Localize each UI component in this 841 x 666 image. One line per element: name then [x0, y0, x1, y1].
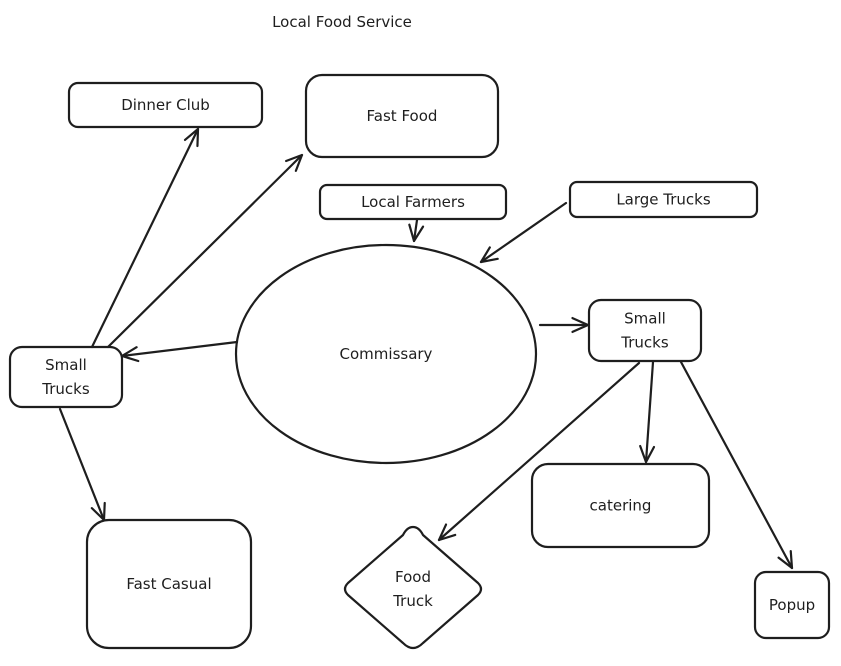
edge-line — [479, 201, 568, 264]
node-label: Food — [395, 568, 431, 586]
arrowhead-icon — [408, 223, 425, 243]
node-label: Commissary — [340, 345, 433, 363]
node-label: Fast Food — [367, 107, 438, 125]
node-fast-food[interactable]: Fast Food — [304, 73, 500, 159]
rounded-rect-shape — [304, 73, 500, 159]
arrowhead-icon — [284, 153, 304, 172]
ellipse-shape — [234, 243, 538, 465]
edge-small-trucks-left-to-fast-casual[interactable] — [58, 407, 106, 522]
node-label: Truck — [392, 592, 433, 610]
edge-line — [90, 127, 200, 349]
rounded-rect-shape — [85, 518, 253, 650]
arrowhead-icon — [479, 246, 499, 264]
node-label: Large Trucks — [616, 191, 711, 209]
diagram-title: Local Food Service — [272, 13, 412, 31]
edge-line — [437, 361, 641, 542]
node-label: Dinner Club — [121, 96, 210, 114]
node-catering[interactable]: catering — [530, 462, 711, 549]
rounded-rect-shape — [8, 345, 124, 409]
edge-small-trucks-left-to-dinner-club[interactable] — [90, 127, 200, 349]
edge-small-trucks-right-to-popup[interactable] — [679, 360, 794, 570]
arrowhead-icon — [437, 523, 457, 542]
edge-line — [58, 407, 106, 522]
node-label: Fast Casual — [126, 575, 211, 593]
edge-line — [679, 360, 794, 570]
edge-line — [644, 360, 655, 464]
rounded-rect-shape — [67, 81, 264, 129]
edge-small-trucks-right-to-food-truck[interactable] — [437, 361, 641, 542]
rounded-rect-shape — [753, 570, 831, 640]
rounded-rect-shape — [318, 183, 508, 221]
edge-small-trucks-left-to-fast-food[interactable] — [106, 153, 304, 349]
edge-commissary-to-small-trucks-left[interactable] — [120, 340, 239, 363]
edge-local-farmers-to-commissary[interactable] — [408, 218, 425, 243]
node-label: Small — [624, 310, 666, 328]
node-popup[interactable]: Popup — [753, 570, 831, 640]
edge-large-trucks-to-commissary[interactable] — [479, 201, 568, 264]
rounded-rect-shape — [587, 298, 703, 363]
node-label: Trucks — [620, 334, 669, 352]
edge-line — [106, 153, 304, 349]
edge-small-trucks-right-to-catering[interactable] — [639, 360, 656, 464]
node-label: Small — [45, 356, 87, 374]
rounded-rect-shape — [568, 180, 759, 219]
node-dinner-club[interactable]: Dinner Club — [67, 81, 264, 129]
node-fast-casual[interactable]: Fast Casual — [85, 518, 253, 650]
node-large-trucks[interactable]: Large Trucks — [568, 180, 759, 219]
arrowhead-icon — [639, 444, 656, 464]
edges-layer — [58, 127, 794, 570]
edge-commissary-to-small-trucks-right[interactable] — [538, 316, 590, 334]
node-label: Trucks — [41, 380, 90, 398]
node-local-farmers[interactable]: Local Farmers — [318, 183, 508, 221]
node-label: Popup — [769, 596, 815, 614]
node-commissary[interactable]: Commissary — [234, 243, 538, 465]
rounded-rect-shape — [530, 462, 711, 549]
edge-line — [120, 340, 239, 358]
edge-line — [412, 218, 419, 243]
arrowhead-icon — [183, 127, 200, 148]
diamond-shape — [343, 525, 483, 650]
arrowhead-icon — [777, 549, 794, 570]
node-label: catering — [590, 497, 652, 515]
node-label: Local Farmers — [361, 193, 465, 211]
